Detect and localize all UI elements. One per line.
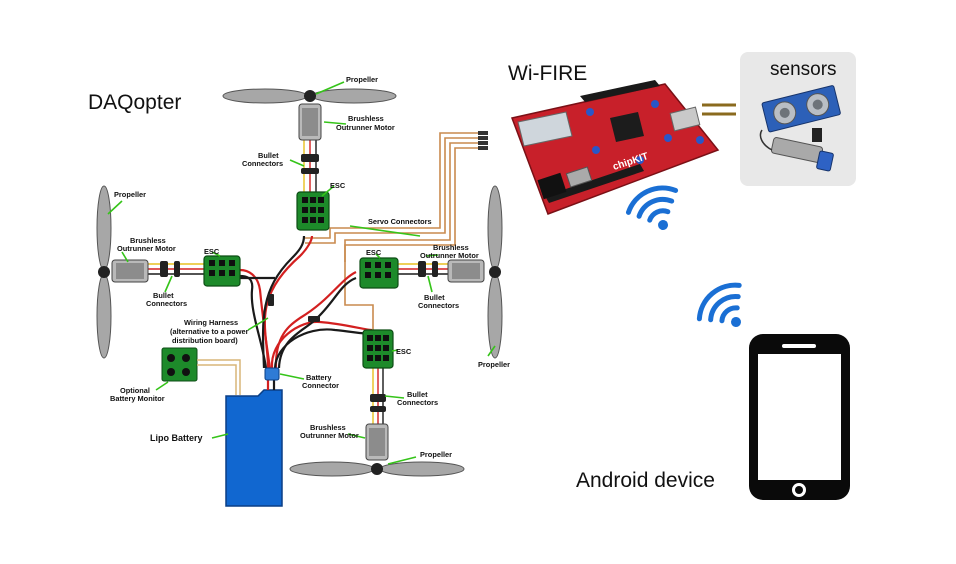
lipo-battery bbox=[225, 368, 283, 507]
wifi-icon bbox=[625, 185, 679, 230]
motor-bottom bbox=[365, 423, 389, 461]
leader-lines bbox=[107, 81, 496, 465]
propeller-top bbox=[222, 88, 397, 104]
label-bullet-left-2: Connectors bbox=[146, 299, 187, 308]
motor-left bbox=[111, 259, 149, 283]
motor-top bbox=[298, 103, 322, 141]
label-motor-top-2: Outrunner Motor bbox=[336, 123, 395, 132]
servo-connector-pins bbox=[478, 131, 488, 150]
label-motor-left-2: Outrunner Motor bbox=[117, 244, 176, 253]
label-harness-1: Wiring Harness bbox=[184, 318, 238, 327]
sensors-title: sensors bbox=[770, 59, 837, 80]
label-battery-connector-2: Connector bbox=[302, 381, 339, 390]
label-harness-3: distribution board) bbox=[172, 336, 238, 345]
servo-wires bbox=[305, 132, 478, 330]
component-labels: Propeller Brushless Outrunner Motor Bull… bbox=[110, 75, 510, 459]
label-esc-bottom: ESC bbox=[396, 347, 412, 356]
proximity-sensor-icon bbox=[759, 128, 834, 172]
propeller-left bbox=[96, 185, 112, 359]
wifi-icon bbox=[696, 282, 742, 327]
label-motor-top-1: Brushless bbox=[348, 114, 384, 123]
label-motor-bottom-2: Outrunner Motor bbox=[300, 431, 359, 440]
label-propeller-right: Propeller bbox=[478, 360, 510, 369]
esc-left bbox=[203, 255, 241, 287]
board-sensor-link bbox=[702, 103, 736, 116]
label-bullet-right-2: Connectors bbox=[418, 301, 459, 310]
label-servo-connectors: Servo Connectors bbox=[368, 217, 432, 226]
label-motor-right-1: Brushless bbox=[433, 243, 469, 252]
label-lipo-battery: Lipo Battery bbox=[150, 433, 203, 443]
label-harness-2: (alternative to a power bbox=[170, 327, 249, 336]
label-bullet-top-1: Bullet bbox=[258, 151, 279, 160]
label-bullet-bottom-2: Connectors bbox=[397, 398, 438, 407]
bullet-connectors bbox=[160, 154, 438, 412]
battery-connector bbox=[264, 367, 280, 381]
label-bullet-left-1: Bullet bbox=[153, 291, 174, 300]
propeller-right bbox=[487, 185, 503, 359]
label-bullet-right-1: Bullet bbox=[424, 293, 445, 302]
label-monitor-2: Battery Monitor bbox=[110, 394, 165, 403]
esc-bottom bbox=[362, 329, 394, 369]
label-motor-right-2: Outrunner Motor bbox=[420, 251, 479, 260]
label-battery-connector-1: Battery bbox=[306, 373, 332, 382]
esc-right bbox=[359, 257, 399, 289]
label-propeller-left: Propeller bbox=[114, 190, 146, 199]
label-bullet-bottom-1: Bullet bbox=[407, 390, 428, 399]
label-motor-left-1: Brushless bbox=[130, 236, 166, 245]
label-bullet-top-2: Connectors bbox=[242, 159, 283, 168]
label-monitor-1: Optional bbox=[120, 386, 150, 395]
daqopter-title: DAQopter bbox=[88, 91, 181, 114]
smartphone-icon bbox=[749, 334, 850, 500]
ultrasonic-sensor-icon bbox=[761, 85, 841, 133]
motor-right bbox=[447, 259, 485, 283]
label-esc-left: ESC bbox=[204, 247, 220, 256]
battery-monitor bbox=[161, 347, 241, 395]
esc-top bbox=[296, 191, 330, 231]
label-propeller-bottom: Propeller bbox=[420, 450, 452, 459]
label-esc-top: ESC bbox=[330, 181, 346, 190]
label-esc-right: ESC bbox=[366, 248, 382, 257]
android-title: Android device bbox=[576, 469, 715, 492]
propeller-bottom bbox=[289, 461, 465, 477]
wifire-board: chipKIT bbox=[510, 80, 720, 215]
wifire-title: Wi-FIRE bbox=[508, 62, 587, 85]
label-motor-bottom-1: Brushless bbox=[310, 423, 346, 432]
sensors-panel: sensors bbox=[740, 52, 856, 186]
power-wires bbox=[239, 235, 377, 369]
label-propeller-top: Propeller bbox=[346, 75, 378, 84]
